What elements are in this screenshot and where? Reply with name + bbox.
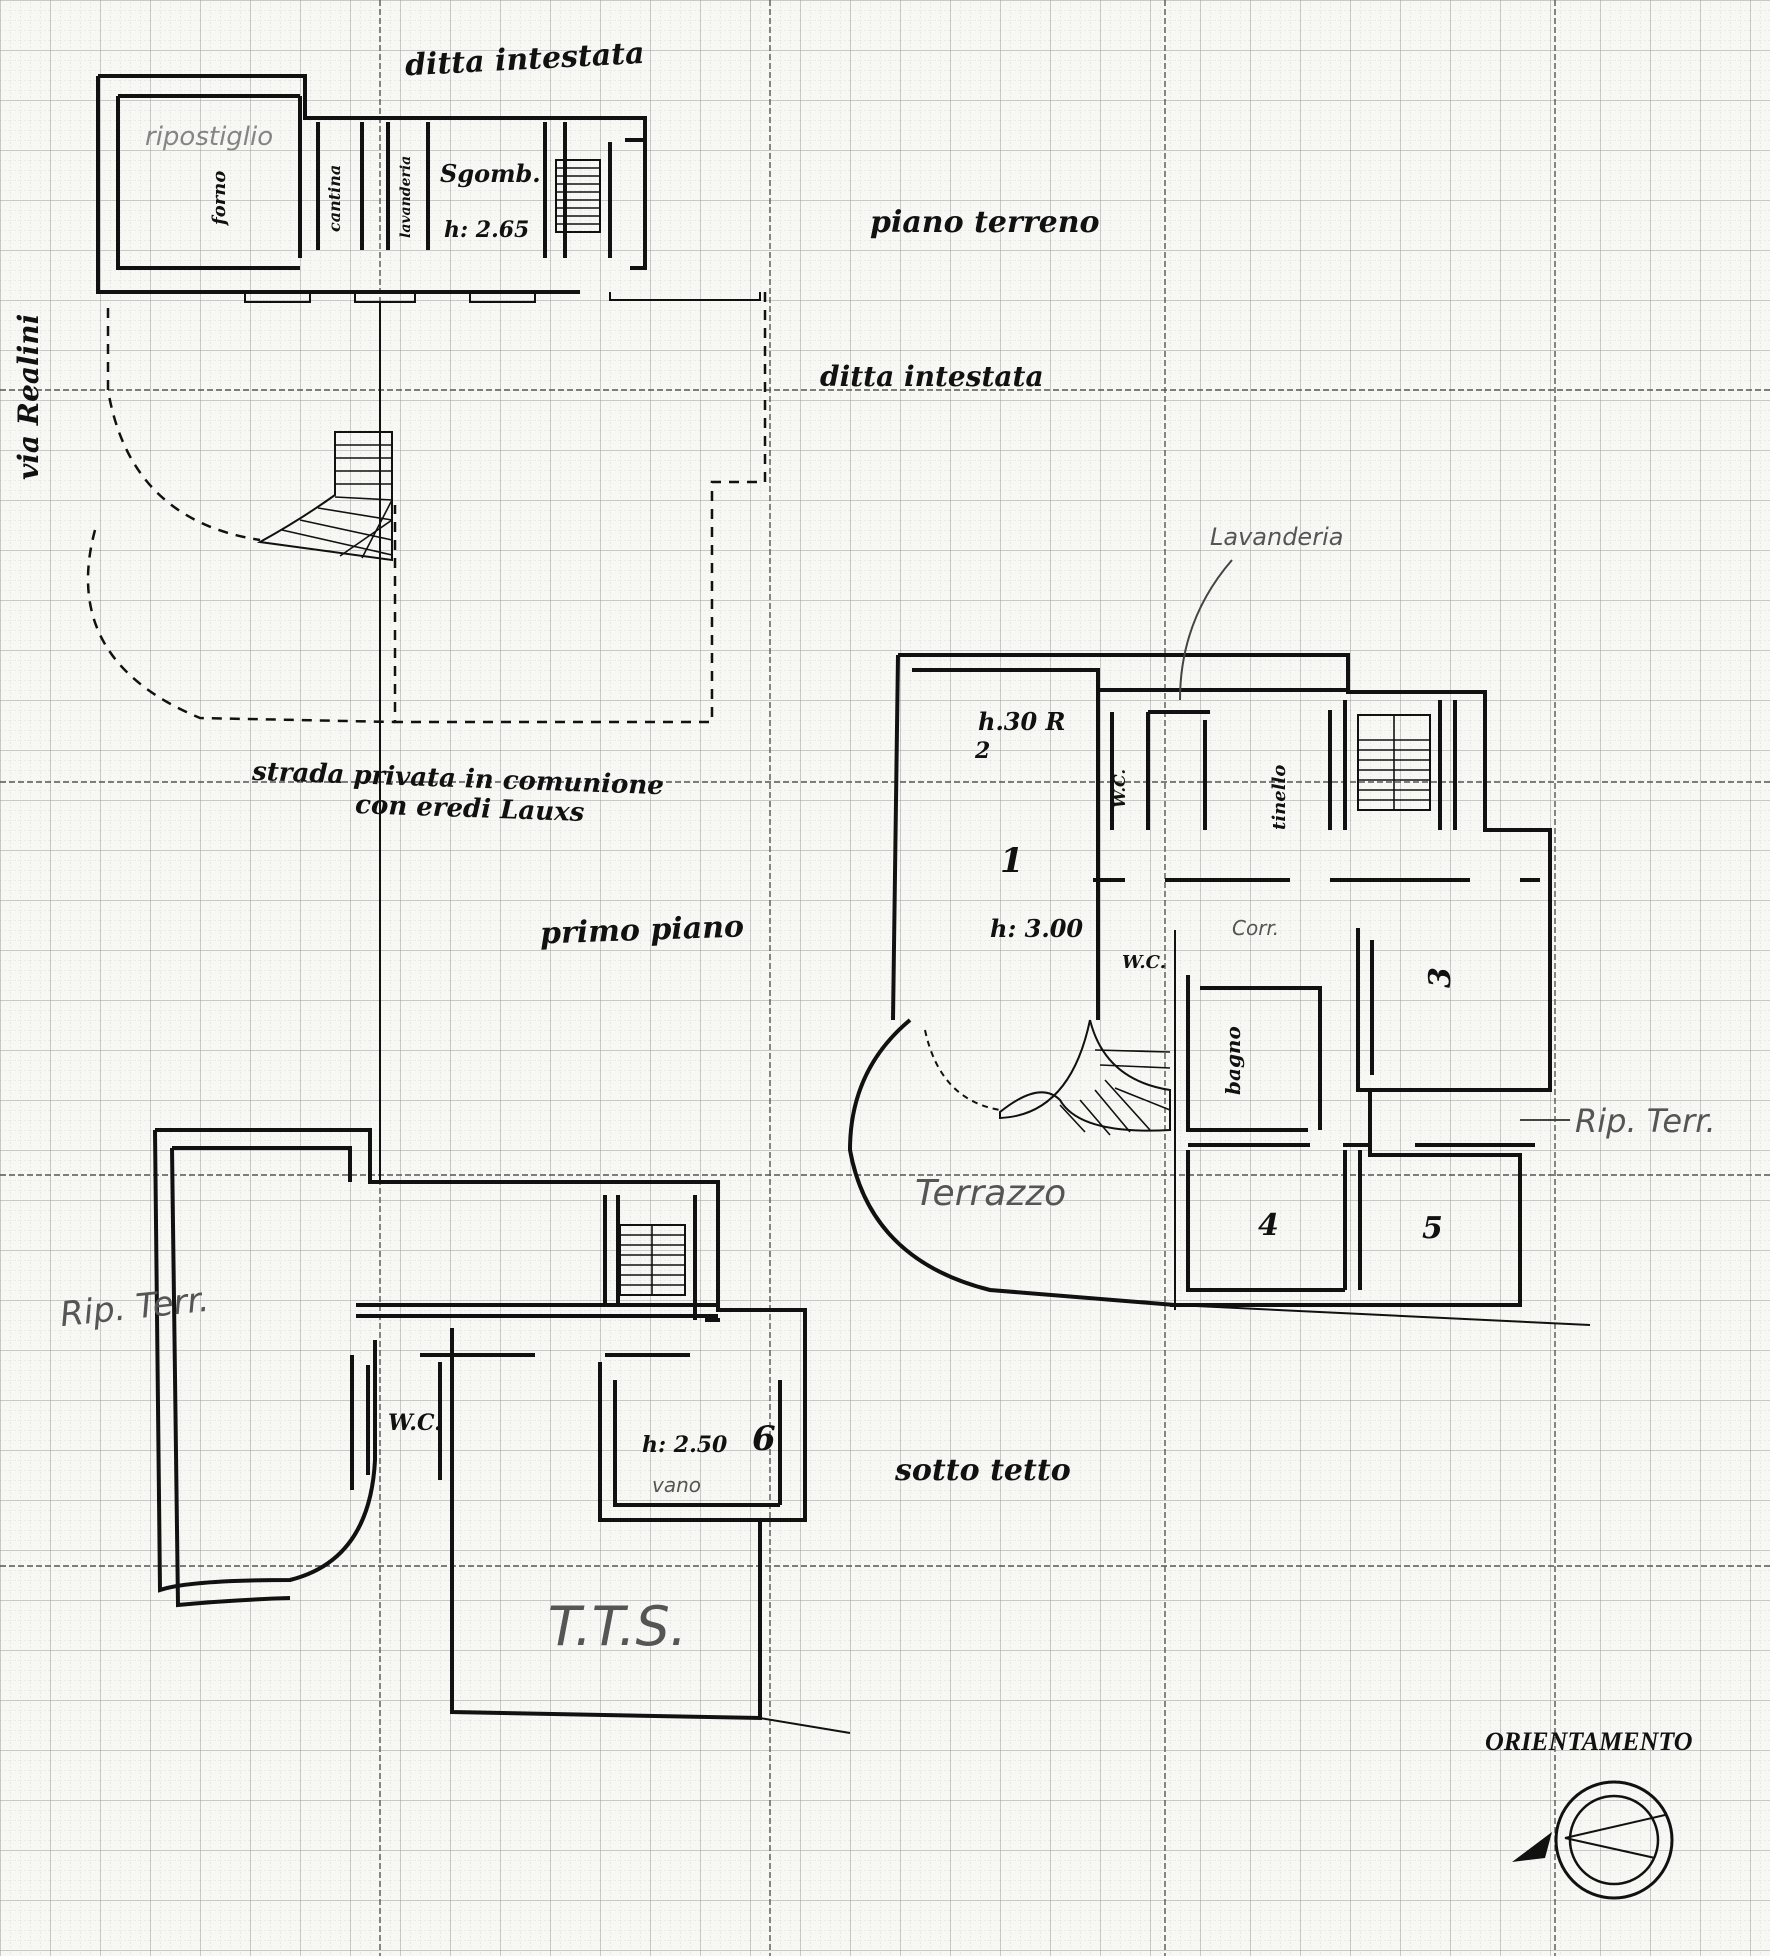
orientation-compass: ORIENTAMENTO — [1485, 1727, 1693, 1900]
ground-floor-inner-walls — [298, 96, 645, 258]
attic-vano: vano — [652, 1473, 701, 1497]
attic-wc: W.C. — [388, 1410, 442, 1436]
label-right-neighbor: ditta intestata — [820, 360, 1044, 393]
room-tinello: tinello — [1269, 765, 1290, 830]
pencil-note-tts: T.T.S. — [548, 1595, 687, 1658]
attic-inner-walls — [350, 1195, 790, 1522]
first-floor-label: primo piano — [539, 909, 744, 951]
room-4: 4 — [1258, 1208, 1279, 1243]
room-bagno: bagno — [1221, 1026, 1245, 1095]
pencil-note-ripostiglio: ripostiglio — [145, 122, 273, 152]
label-ground-floor: piano terreno — [870, 205, 1100, 240]
attic-plan: W.C. h: 2.50 6 vano sotto tetto T.T.S. R… — [58, 1128, 1071, 1734]
first-floor-spiral-stair — [924, 1019, 1171, 1136]
label-attic: sotto tetto — [894, 1453, 1071, 1488]
pencil-note-lavanderia: Lavanderia — [1210, 523, 1343, 551]
room-lavanderia: lavanderia — [398, 156, 414, 238]
first-floor-inner-walls — [1093, 688, 1550, 1292]
courtyard-stair — [256, 431, 393, 562]
room-2: 2 — [974, 738, 990, 764]
first-floor-plan: primo piano h.30 R 2 1 h: 3.00 W.C. tine… — [539, 523, 1716, 1326]
attic-outer-wall — [153, 1128, 807, 1721]
room-wc-1: W.C. — [1110, 769, 1129, 808]
label-street: via Realini — [12, 314, 45, 480]
north-arrow-icon — [1512, 1832, 1552, 1862]
ground-floor-height: h: 2.65 — [444, 217, 529, 243]
room-sgombero: Sgomb. — [440, 159, 541, 188]
ground-floor-openings — [244, 292, 761, 303]
room-3: 3 — [1423, 967, 1458, 988]
ground-floor-stair — [555, 159, 601, 233]
first-floor-terrace-arc — [847, 1018, 1176, 1307]
room-forno: forno — [209, 171, 230, 227]
pencil-note-terrazzo: Terrazzo — [915, 1173, 1066, 1214]
orientation-label: ORIENTAMENTO — [1485, 1727, 1693, 1756]
courtyard-outline — [86, 292, 767, 724]
room-wc-2: W.C. — [1122, 952, 1166, 973]
pencil-note-rip: Rip. Terr. — [1575, 1102, 1716, 1140]
ground-floor-outer-wall — [96, 74, 647, 294]
room-5: 5 — [1422, 1211, 1443, 1246]
room-1: 1 — [1000, 841, 1024, 881]
attic-stair — [619, 1224, 686, 1296]
room-6: 6 — [752, 1419, 776, 1459]
room-1-note: h.30 R — [978, 707, 1066, 736]
room-cantina: cantina — [325, 165, 344, 232]
first-floor-height: h: 3.00 — [990, 914, 1083, 943]
room-corridoio: Corr. — [1232, 916, 1279, 940]
first-floor-main-stair — [1357, 714, 1431, 811]
attic-height: h: 2.50 — [642, 1432, 728, 1458]
